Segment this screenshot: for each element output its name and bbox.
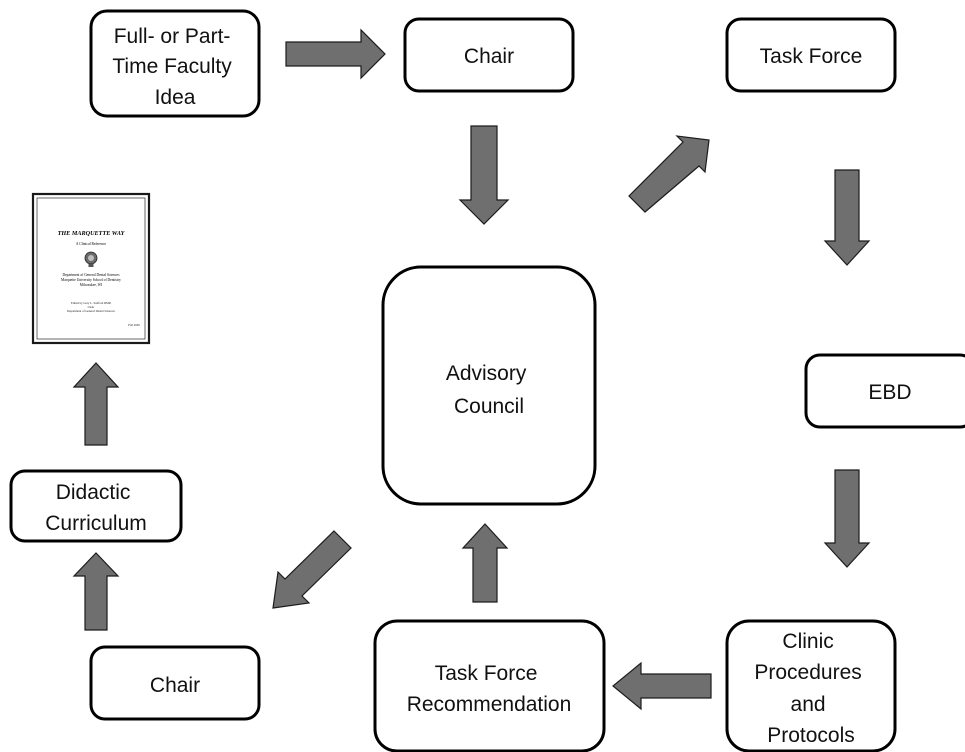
node-chair-bottom-label: Chair — [150, 674, 200, 697]
node-task-force: Task Force — [725, 17, 897, 93]
node-task-force-recommendation-line-2: Recommendation — [407, 693, 572, 716]
node-advisory-council: Advisory Council — [381, 265, 597, 506]
node-clinic-procedures-line-2: Procedures — [754, 661, 861, 684]
arrow-chair-to-advisory — [458, 125, 510, 225]
document-department-line-3: Milwaukee, WI — [80, 283, 103, 288]
node-ebd: EBD — [804, 353, 965, 429]
node-task-force-label: Task Force — [760, 45, 863, 68]
document-title: THE MARQUETTE WAY — [58, 230, 126, 237]
node-didactic-curriculum: Didactic Curriculum — [9, 469, 183, 543]
document-editor-line-1: Edited by Gary L. Stafford DMD — [71, 301, 112, 305]
document-page-outer — [31, 192, 151, 345]
document-department-line-2: Marquette University School of Dentistry — [61, 278, 121, 282]
node-clinic-procedures-line-1: Clinic — [782, 630, 833, 653]
node-chair-bottom: Chair — [89, 645, 261, 721]
node-didactic-curriculum-label: Didactic Curriculum — [45, 481, 147, 535]
node-idea-line-2: Time Faculty — [112, 55, 232, 78]
node-clinic-procedures-line-4: Protocols — [767, 724, 855, 747]
node-idea-label: Full- or Part- Time Faculty Idea — [112, 25, 237, 109]
node-task-force-recommendation-line-1: Task Force — [435, 662, 538, 685]
document-page-inner-border — [36, 197, 146, 340]
arrow-idea-to-chair — [285, 28, 386, 80]
arrow-clinic-to-recommendation — [612, 661, 712, 711]
node-advisory-council-line-2: Council — [454, 395, 524, 418]
node-task-force-recommendation-label: Task Force Recommendation — [407, 662, 572, 716]
arrow-task-force-to-ebd — [823, 169, 871, 266]
node-idea-line-3: Idea — [155, 86, 196, 109]
arrow-chair-to-didactic — [72, 552, 120, 631]
arrow-advisory-to-chair — [272, 530, 352, 609]
node-clinic-procedures-label: Clinic Procedures and Protocols — [754, 630, 867, 747]
arrow-didactic-to-document — [72, 362, 120, 446]
document-edition: Fall 2009 — [128, 323, 140, 327]
node-clinic-procedures-line-3: and — [791, 693, 826, 716]
node-chair-top-label: Chair — [464, 45, 514, 68]
document-thumbnail: THE MARQUETTE WAY A Clinical Reference D… — [31, 192, 151, 345]
node-idea: Full- or Part- Time Faculty Idea — [89, 9, 261, 118]
node-task-force-recommendation: Task Force Recommendation — [373, 619, 606, 752]
node-ebd-label: EBD — [868, 381, 911, 404]
node-didactic-curriculum-line-1: Didactic — [56, 481, 131, 504]
crest-icon — [84, 251, 98, 267]
arrow-to-task-force — [628, 135, 710, 213]
node-advisory-council-line-1: Advisory — [446, 362, 527, 385]
node-idea-line-1: Full- or Part- — [114, 25, 231, 48]
arrow-recommendation-to-advisory — [461, 523, 509, 603]
node-chair-top: Chair — [403, 17, 575, 93]
arrow-ebd-to-clinic — [823, 469, 871, 568]
document-editor-line-2: Chair — [88, 305, 95, 309]
node-didactic-curriculum-line-2: Curriculum — [45, 512, 147, 535]
document-editor-line-3: Department of General Dental Sciences — [67, 309, 115, 313]
node-clinic-procedures: Clinic Procedures and Protocols — [725, 619, 897, 752]
document-department-line-1: Department of General Dental Sciences — [62, 273, 120, 277]
document-subtitle: A Clinical Reference — [76, 242, 107, 246]
node-advisory-council-label: Advisory Council — [446, 362, 532, 418]
